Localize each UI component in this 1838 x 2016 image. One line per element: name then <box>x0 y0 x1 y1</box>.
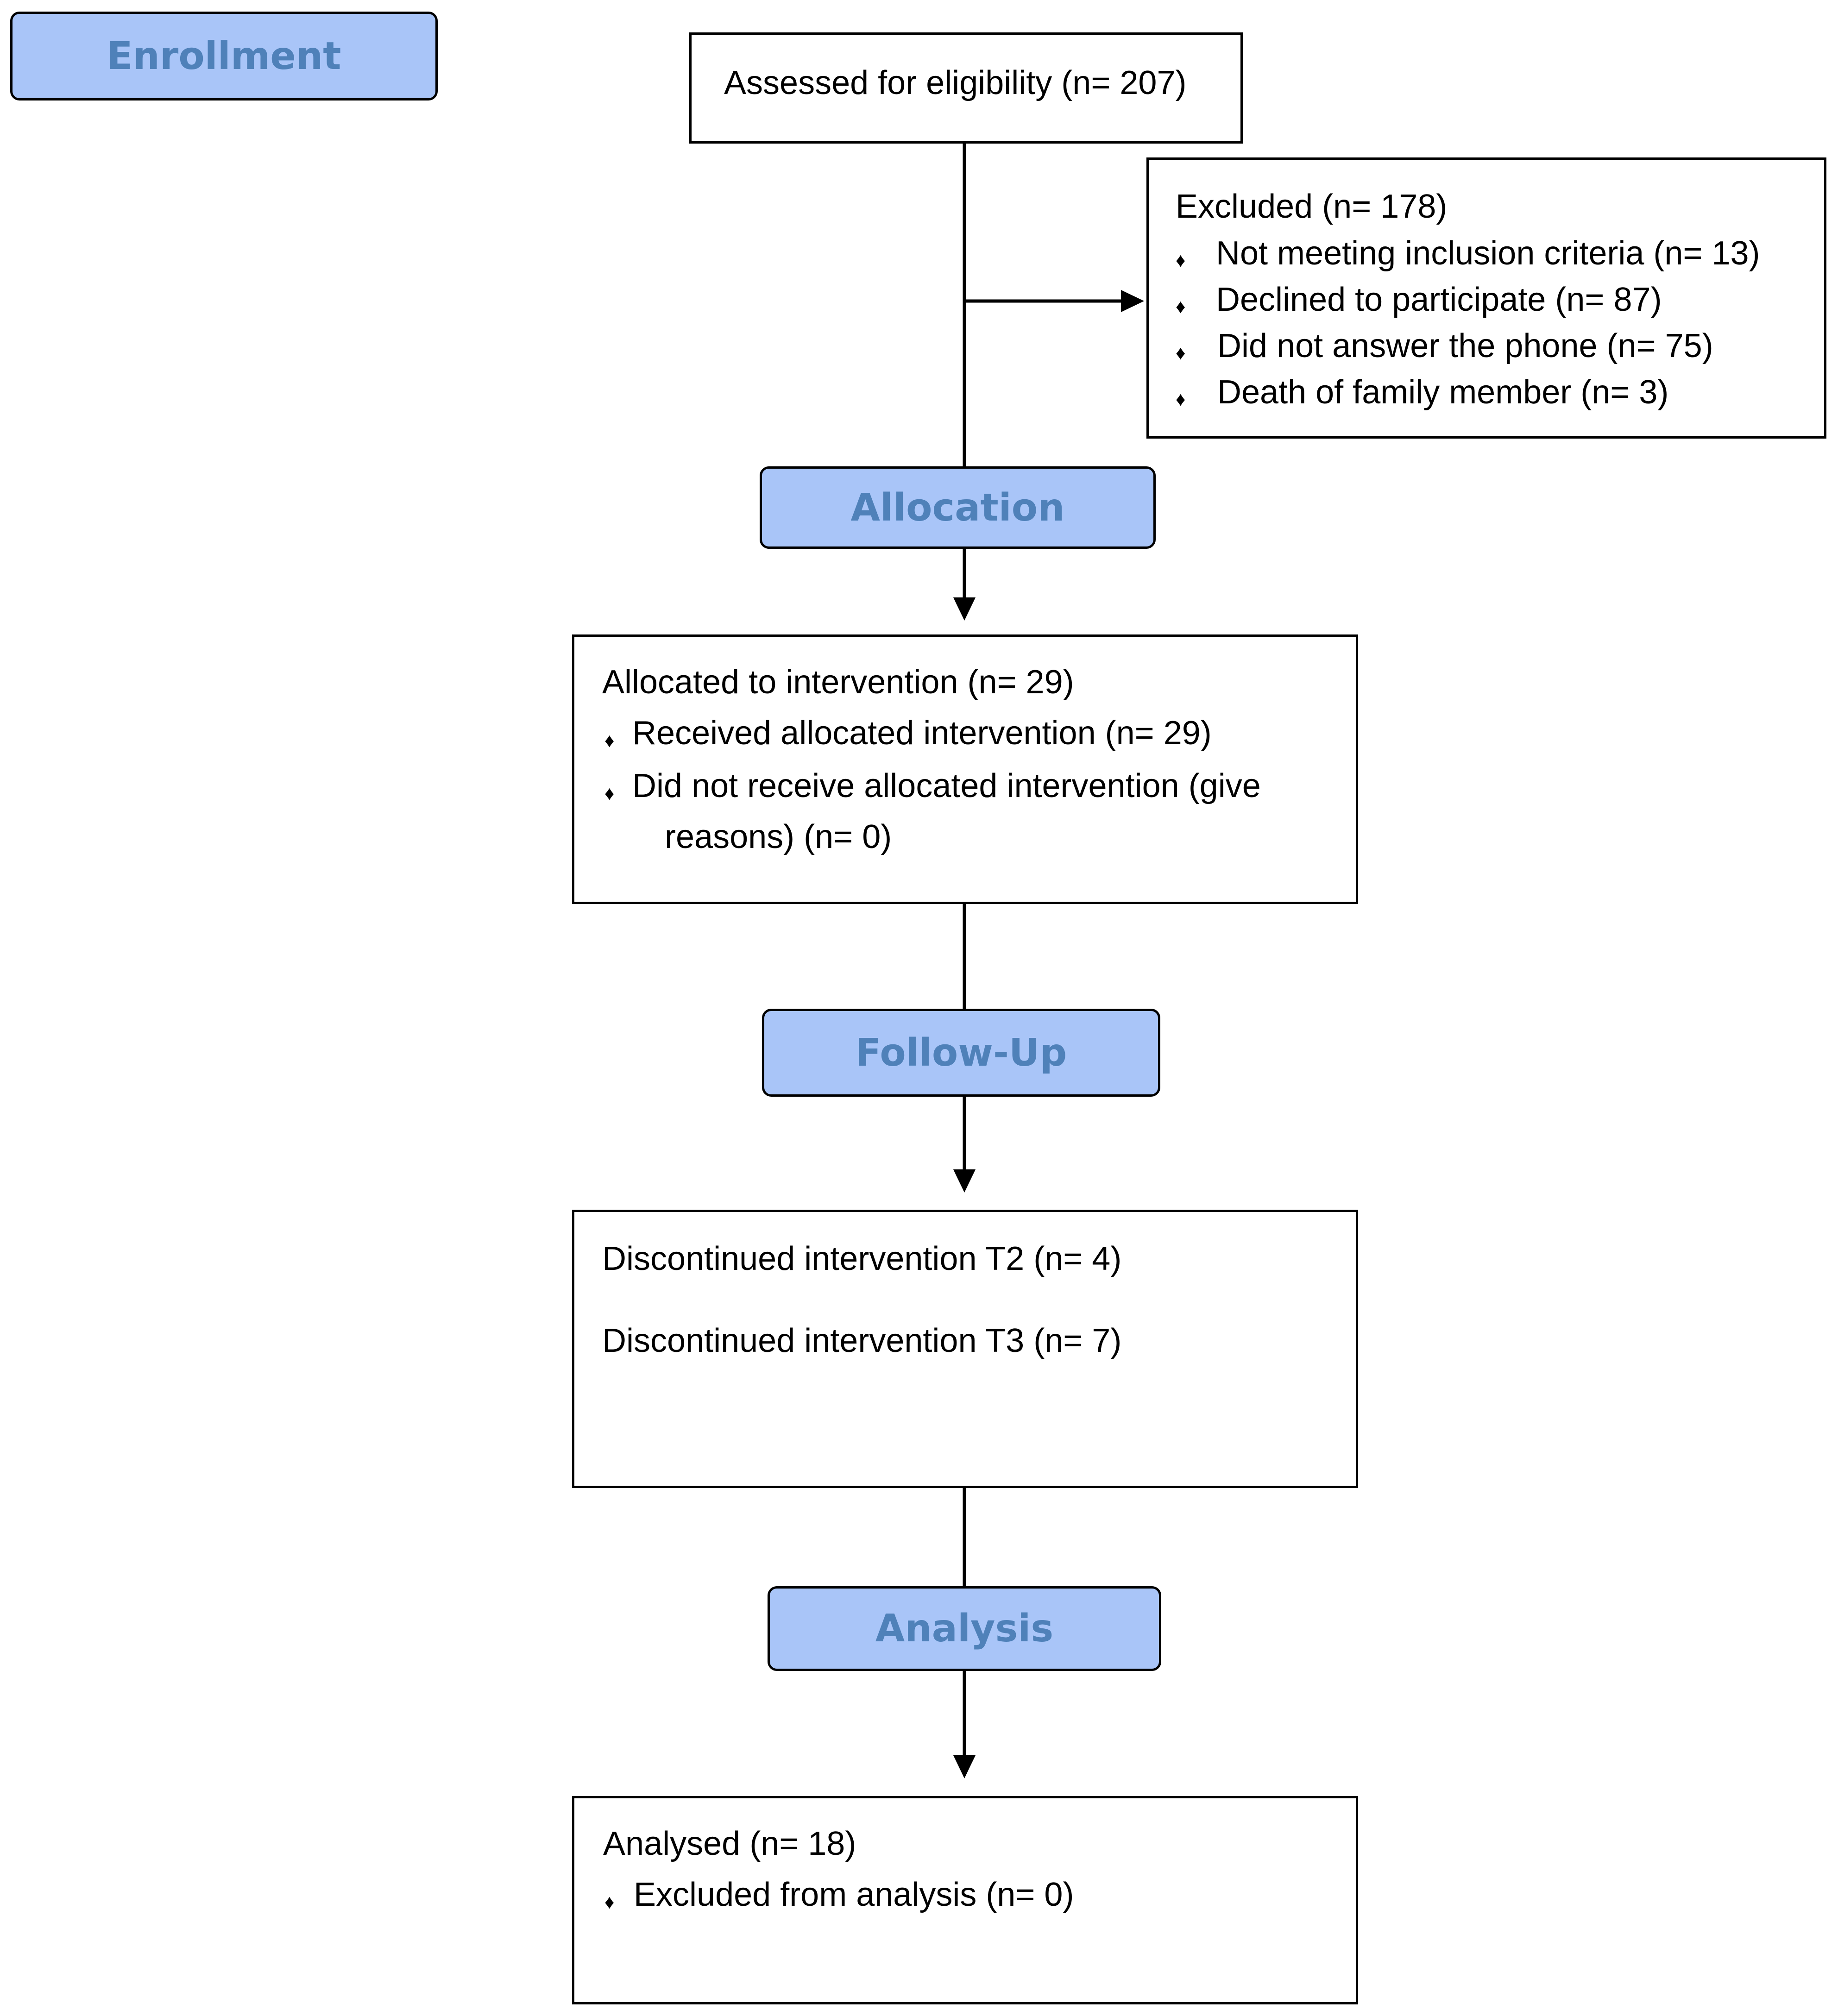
discontinued-box: Discontinued intervention T2 (n= 4) Disc… <box>572 1210 1358 1488</box>
diamond-bullet-icon: ♦ <box>604 782 615 804</box>
stage-label-follow-up: Follow-Up <box>762 1009 1160 1097</box>
arrowhead-icon <box>1121 290 1144 312</box>
excluded-title: Excluded (n= 178) <box>1176 188 1448 225</box>
arrowhead-icon <box>953 1755 976 1778</box>
allocated-title: Allocated to intervention (n= 29) <box>602 664 1074 701</box>
stage-label-analysis: Analysis <box>768 1586 1161 1671</box>
allocated-box: Allocated to intervention (n= 29) ♦ Rece… <box>572 634 1358 904</box>
diamond-bullet-icon: ♦ <box>1176 249 1186 271</box>
analysed-item: Excluded from analysis (n= 0) <box>634 1876 1074 1913</box>
arrowhead-icon <box>953 597 976 621</box>
assessed-box: Assessed for eligibility (n= 207) <box>689 32 1243 144</box>
excluded-item: Not meeting inclusion criteria (n= 13) <box>1216 235 1760 272</box>
excluded-box: Excluded (n= 178) ♦ Not meeting inclusio… <box>1146 157 1826 439</box>
discontinued-t2-text: Discontinued intervention T2 (n= 4) <box>602 1240 1122 1277</box>
diamond-bullet-icon: ♦ <box>604 729 615 751</box>
diamond-bullet-icon: ♦ <box>1176 388 1186 410</box>
stage-label-enrollment: Enrollment <box>10 12 438 100</box>
excluded-item: Death of family member (n= 3) <box>1217 374 1669 411</box>
discontinued-t3-text: Discontinued intervention T3 (n= 7) <box>602 1322 1122 1359</box>
diamond-bullet-icon: ♦ <box>1176 342 1186 364</box>
diamond-bullet-icon: ♦ <box>1176 295 1186 317</box>
arrowhead-icon <box>953 1169 976 1193</box>
allocated-item: Received allocated intervention (n= 29) <box>632 715 1212 752</box>
assessed-text: Assessed for eligibility (n= 207) <box>724 64 1187 101</box>
excluded-item: Did not answer the phone (n= 75) <box>1217 327 1713 364</box>
analysed-title: Analysed (n= 18) <box>603 1825 856 1862</box>
excluded-item: Declined to participate (n= 87) <box>1216 281 1662 318</box>
analysed-box: Analysed (n= 18) ♦ Excluded from analysi… <box>572 1796 1358 2004</box>
allocated-item-continuation: reasons) (n= 0) <box>665 818 892 855</box>
stage-label-allocation: Allocation <box>760 466 1156 549</box>
allocated-item: Did not receive allocated intervention (… <box>632 767 1261 804</box>
diamond-bullet-icon: ♦ <box>604 1891 615 1913</box>
